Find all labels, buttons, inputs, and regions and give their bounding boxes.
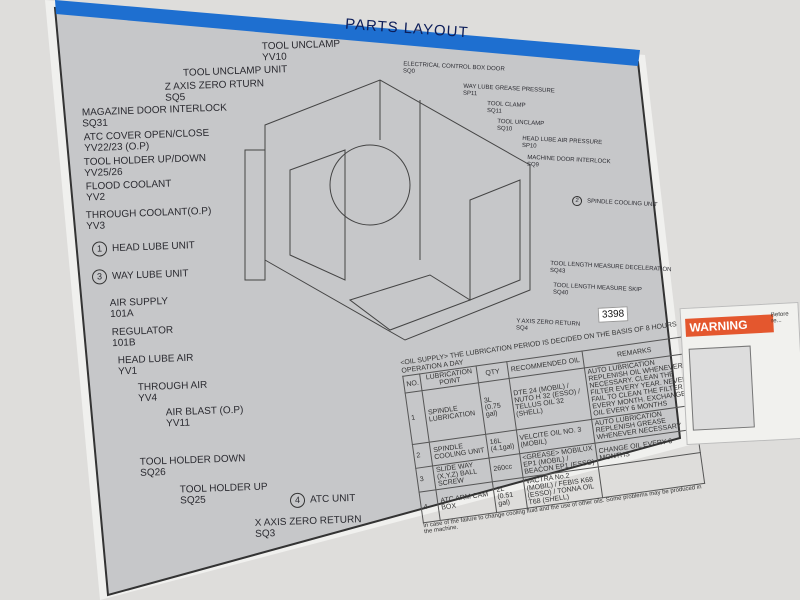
callout-name: WAY LUBE UNIT (111, 268, 189, 282)
callout-name: AIR SUPPLY (109, 295, 169, 310)
warning-illustration (688, 345, 755, 431)
callout-label: THROUGH COOLANT(O.P)YV3 (86, 206, 212, 232)
callout-number: 1 (91, 241, 108, 257)
warning-sticker: WARNING Before re... (679, 301, 800, 446)
warning-label: WARNING (685, 314, 774, 337)
callout-name: ATC UNIT (309, 492, 356, 506)
callout-number: 2 (571, 195, 583, 207)
callout-code: 101A (110, 308, 134, 321)
callout-name: SPINDLE COOLING UNIT (586, 198, 658, 209)
callout-name: REGULATOR (111, 324, 174, 339)
callout-name: HEAD LUBE UNIT (111, 240, 195, 255)
asset-number-tag: 3398 (597, 306, 629, 323)
cell-point: SPINDLE LUBRICATION (422, 382, 487, 443)
cell-qty: 2L (0.51 gal) (492, 477, 527, 513)
machine-diagram (244, 79, 531, 341)
callout-number: 4 (289, 492, 306, 509)
callout-number: 3 (91, 269, 108, 285)
callout-code: 101B (112, 337, 136, 350)
callout-label: AIR BLAST (O.P)YV11 (166, 405, 244, 430)
warning-text: Before re... (770, 311, 789, 325)
